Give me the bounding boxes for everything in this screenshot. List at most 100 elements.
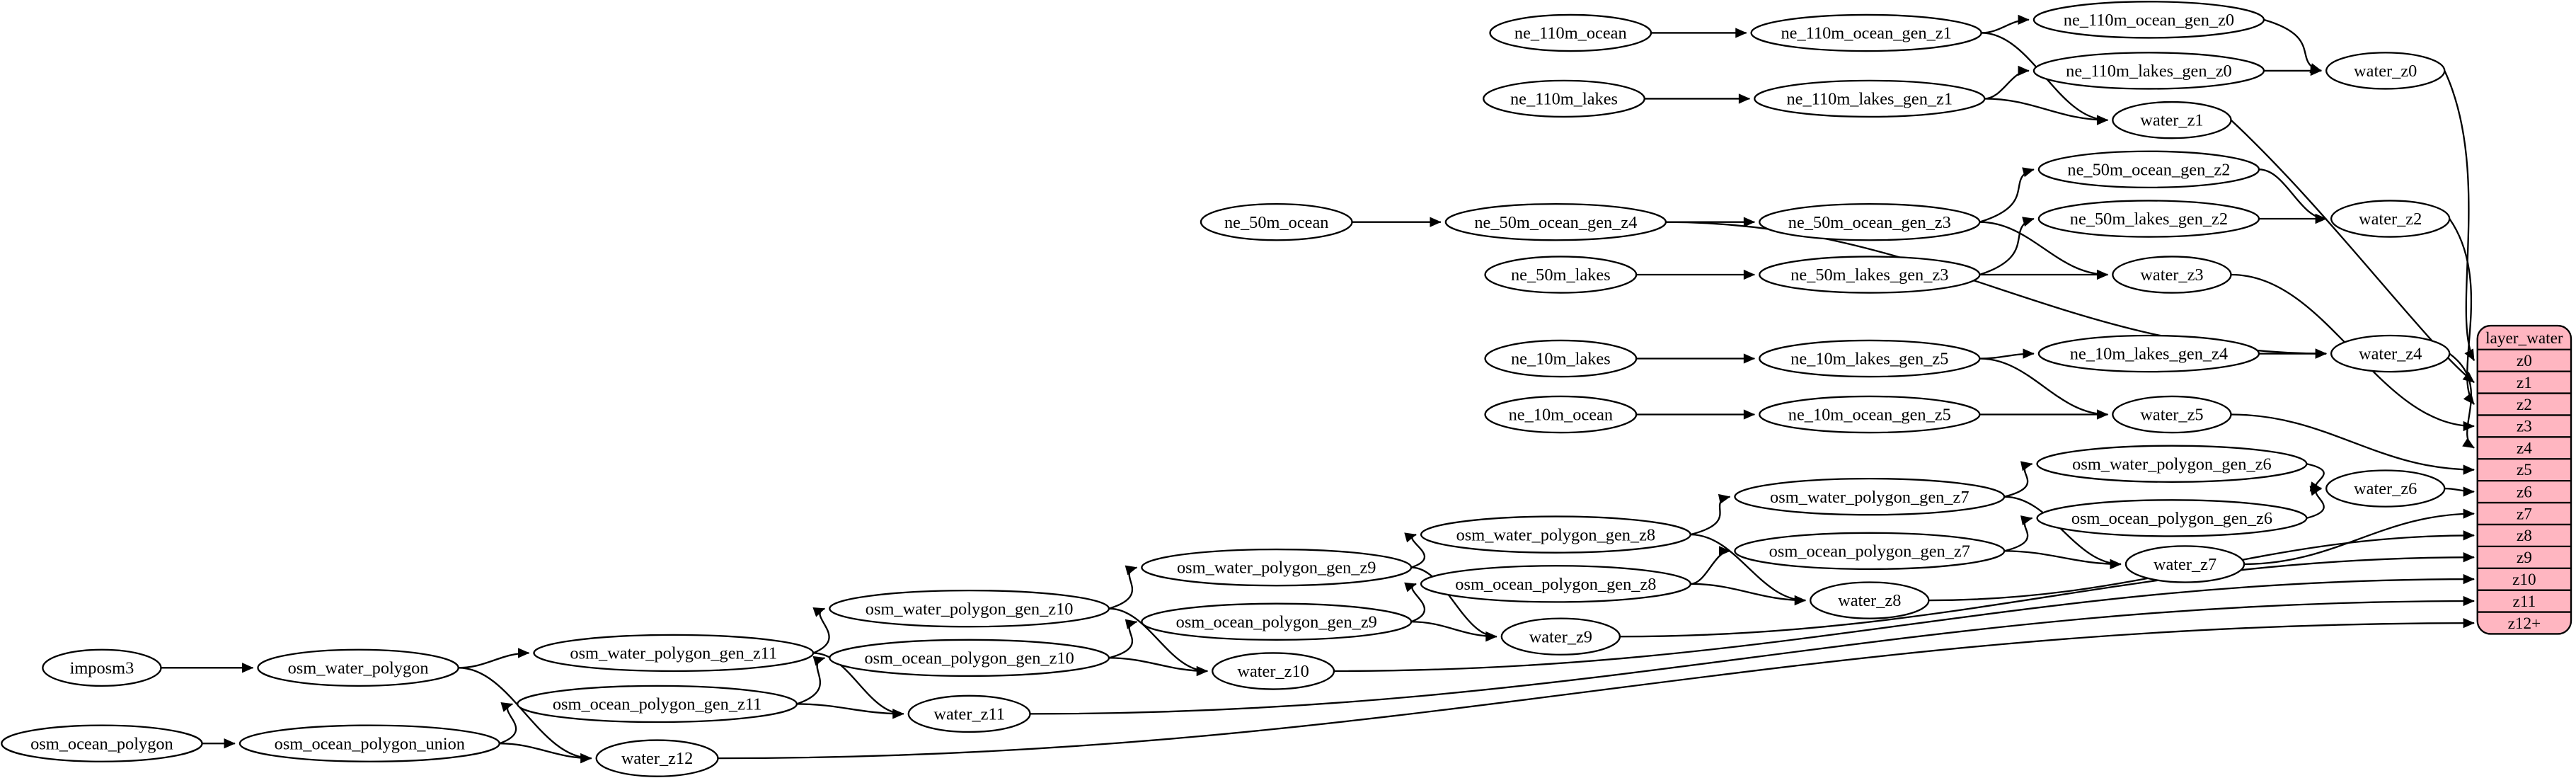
edge-osm_ocean_polygon_gen_z8-water_z8 (1690, 583, 1807, 606)
node-ne_50m_ocean_gen_z3: ne_50m_ocean_gen_z3 (1759, 202, 1981, 241)
node-ne_110m_lakes_gen_z1: ne_110m_lakes_gen_z1 (1754, 79, 1986, 118)
record-row-z9: z9 (2517, 549, 2532, 567)
node-label: ne_50m_lakes_gen_z2 (2070, 210, 2228, 229)
edge-osm_water_polygon_gen_z8-water_z8 (1690, 533, 1807, 606)
edge-osm_water_polygon_gen_z11-osm_water_polygon_gen_z10 (812, 607, 830, 654)
record-row-z1: z1 (2517, 374, 2532, 392)
record-row-z4: z4 (2517, 439, 2532, 457)
node-ne_10m_lakes_gen_z5: ne_10m_lakes_gen_z5 (1759, 339, 1981, 378)
edge-osm_water_polygon-water_z12 (458, 667, 592, 764)
edge-osm_water_polygon_gen_z7-water_z7 (2004, 496, 2122, 570)
node-ne_50m_lakes_gen_z2: ne_50m_lakes_gen_z2 (2037, 200, 2260, 238)
node-label: ne_10m_lakes_gen_z4 (2070, 345, 2228, 364)
node-label: water_z8 (1838, 591, 1901, 610)
node-label: water_z10 (1237, 662, 1309, 681)
node-label: osm_ocean_polygon_gen_z7 (1769, 542, 1970, 561)
node-osm_water_polygon_gen_z11: osm_water_polygon_gen_z11 (533, 634, 815, 673)
edge-osm_water_polygon-osm_water_polygon_gen_z11 (458, 648, 530, 669)
edge-osm_ocean_polygon_gen_z7-water_z7 (2004, 550, 2122, 570)
node-osm_ocean_polygon_union: osm_ocean_polygon_union (238, 724, 500, 762)
node-osm_water_polygon_gen_z10: osm_water_polygon_gen_z10 (829, 589, 1110, 628)
node-ne_50m_lakes: ne_50m_lakes (1484, 256, 1638, 294)
edge-osm_ocean_polygon_union-osm_ocean_polygon_gen_z11 (499, 702, 517, 745)
node-water_z0: water_z0 (2325, 52, 2446, 90)
edge-water_z11-layer_water-z11 (1030, 595, 2475, 715)
edge-ne_10m_lakes_gen_z5-water_z5 (1979, 357, 2109, 420)
node-ne_50m_lakes_gen_z3: ne_50m_lakes_gen_z3 (1759, 256, 1981, 294)
edge-osm_water_polygon_gen_z6-water_z6 (2306, 463, 2325, 492)
node-label: water_z2 (2359, 210, 2422, 229)
edge-water_z6-layer_water-z6 (2444, 486, 2475, 497)
record-layer-water: layer_waterz0z1z2z3z4z5z6z7z8z9z10z11z12… (2476, 324, 2572, 635)
edge-osm_ocean_polygon_gen_z11-water_z11 (796, 703, 904, 719)
node-label: water_z3 (2140, 265, 2203, 285)
edge-ne_10m_lakes_gen_z5-ne_10m_lakes_gen_z4 (1979, 348, 2035, 360)
edge-osm_ocean_polygon_gen_z10-osm_ocean_polygon_gen_z9 (1108, 619, 1138, 659)
node-label: ne_50m_lakes (1511, 265, 1611, 285)
edge-osm_water_polygon_gen_z9-osm_water_polygon_gen_z8 (1404, 532, 1426, 568)
edge-water_z2-layer_water-z2 (2449, 218, 2475, 405)
node-label: ne_110m_ocean_gen_z0 (2064, 11, 2234, 30)
edge-osm_ocean_polygon_gen_z11-osm_ocean_polygon_gen_z10 (796, 656, 826, 705)
edge-ne_50m_ocean_gen_z3-ne_50m_ocean_gen_z2 (1979, 167, 2035, 223)
node-water_z11: water_z11 (907, 694, 1031, 733)
node-label: ne_50m_ocean_gen_z2 (2067, 160, 2230, 179)
node-label: osm_water_polygon_gen_z6 (2072, 454, 2272, 474)
record-row-z5: z5 (2517, 461, 2532, 479)
edge-water_z4-layer_water-z4 (2449, 353, 2475, 449)
node-label: water_z11 (933, 705, 1005, 724)
node-osm_water_polygon_gen_z7: osm_water_polygon_gen_z7 (1734, 477, 2006, 516)
edge-osm_ocean_polygon_gen_z10-water_z10 (1108, 657, 1209, 677)
edge-ne_50m_ocean_gen_z4-water_z4 (1665, 221, 2327, 359)
node-label: osm_ocean_polygon_gen_z10 (864, 649, 1074, 668)
node-osm_ocean_polygon_gen_z10: osm_ocean_polygon_gen_z10 (829, 639, 1110, 677)
record-row-z11: z11 (2513, 593, 2536, 611)
node-water_z3: water_z3 (2112, 256, 2232, 294)
node-label: ne_50m_ocean_gen_z3 (1788, 213, 1951, 232)
edge-osm_ocean_polygon_gen_z9-water_z9 (1411, 621, 1497, 642)
node-ne_110m_lakes: ne_110m_lakes (1483, 79, 1645, 118)
edge-osm_ocean_polygon_gen_z8-osm_ocean_polygon_gen_z7 (1690, 546, 1731, 585)
node-label: osm_water_polygon (288, 658, 429, 677)
node-label: ne_110m_ocean_gen_z1 (1781, 24, 1951, 43)
node-ne_10m_lakes_gen_z4: ne_10m_lakes_gen_z4 (2037, 334, 2260, 373)
node-water_z6: water_z6 (2325, 469, 2446, 508)
edge-water_z12-layer_water-z12+ (718, 617, 2475, 760)
node-osm_ocean_polygon: osm_ocean_polygon (1, 724, 203, 762)
record-row-z7: z7 (2517, 505, 2532, 523)
node-label: water_z6 (2354, 479, 2417, 498)
node-ne_10m_ocean_gen_z5: ne_10m_ocean_gen_z5 (1759, 395, 1981, 434)
node-label: ne_50m_ocean_gen_z4 (1474, 213, 1637, 232)
node-label: osm_ocean_polygon_gen_z9 (1176, 612, 1377, 631)
node-label: osm_water_polygon_gen_z10 (866, 600, 1074, 619)
node-label: ne_10m_lakes_gen_z5 (1790, 350, 1948, 369)
edge-osm_water_polygon_gen_z8-osm_water_polygon_gen_z7 (1690, 493, 1731, 536)
node-osm_ocean_polygon_gen_z6: osm_ocean_polygon_gen_z6 (2036, 499, 2308, 537)
node-label: osm_ocean_polygon_union (275, 734, 465, 753)
record-row-z2: z2 (2517, 396, 2532, 414)
edge-ne_110m_ocean_gen_z0-water_z0 (2263, 18, 2322, 74)
edge-water_z10-layer_water-z10 (1333, 573, 2475, 673)
edge-ne_50m_lakes_gen_z3-ne_50m_lakes_gen_z2 (1979, 217, 2035, 276)
node-label: ne_110m_lakes_gen_z0 (2066, 62, 2232, 81)
edge-osm_water_polygon_gen_z7-osm_water_polygon_gen_z6 (2003, 461, 2033, 498)
node-water_z1: water_z1 (2112, 101, 2232, 139)
node-label: osm_ocean_polygon_gen_z6 (2071, 509, 2272, 528)
record-row-z8: z8 (2517, 527, 2532, 545)
node-label: water_z5 (2140, 406, 2203, 425)
node-label: osm_water_polygon_gen_z7 (1770, 488, 1970, 507)
node-label: water_z1 (2140, 111, 2203, 130)
record-title: layer_water (2485, 329, 2563, 348)
node-osm_water_polygon: osm_water_polygon (257, 648, 459, 687)
edge-water_z7-layer_water-z7 (2244, 508, 2475, 566)
node-label: water_z0 (2354, 62, 2417, 81)
node-osm_water_polygon_gen_z9: osm_water_polygon_gen_z9 (1141, 548, 1413, 587)
record-row-z6: z6 (2517, 483, 2532, 501)
record-row-z10: z10 (2512, 571, 2536, 589)
node-water_z2: water_z2 (2330, 200, 2451, 238)
node-imposm3: imposm3 (42, 648, 162, 687)
node-label: water_z12 (621, 749, 693, 768)
node-label: osm_water_polygon_gen_z8 (1456, 525, 1656, 544)
node-label: ne_50m_lakes_gen_z3 (1790, 265, 1948, 285)
